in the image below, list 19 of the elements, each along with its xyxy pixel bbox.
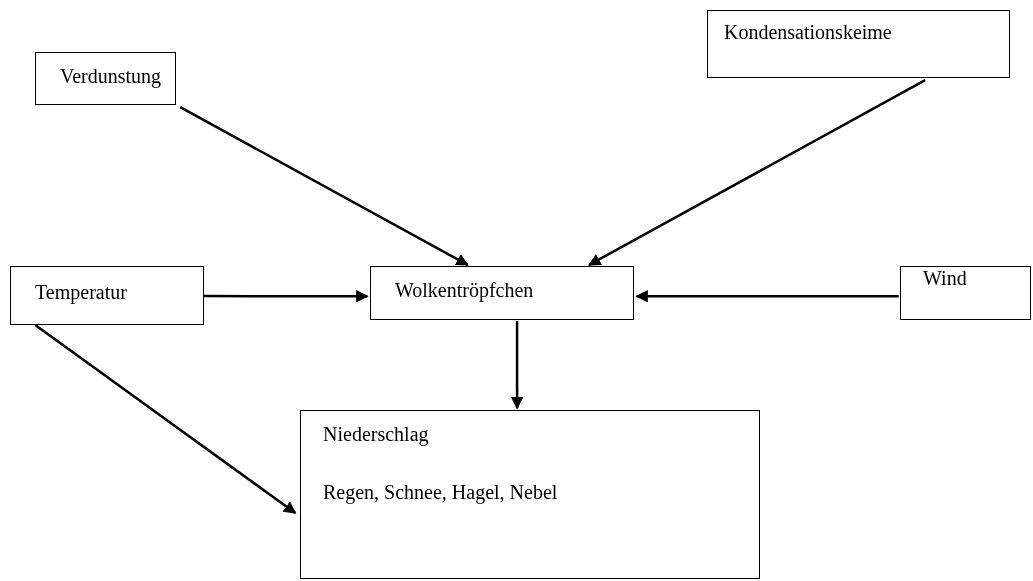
arrow bbox=[588, 78, 926, 266]
arrow bbox=[204, 290, 369, 303]
box-label: Wolkentröpfchen bbox=[395, 279, 534, 302]
arrow bbox=[635, 290, 899, 303]
box-label: Verdunstung bbox=[60, 65, 162, 88]
box-label: Kondensationskeime bbox=[724, 21, 892, 44]
box-label: Niederschlag bbox=[323, 423, 429, 446]
box-description: Regen, Schnee, Hagel, Nebel bbox=[323, 481, 558, 504]
process-box bbox=[900, 266, 1031, 320]
process-box bbox=[707, 10, 1010, 78]
box-label: Wind bbox=[923, 267, 967, 290]
box-label: Temperatur bbox=[35, 281, 127, 304]
arrow bbox=[34, 324, 297, 515]
process-box bbox=[10, 266, 204, 325]
process-box bbox=[370, 266, 634, 320]
process-box bbox=[300, 410, 760, 579]
process-box bbox=[35, 52, 176, 105]
arrow bbox=[179, 106, 469, 266]
arrow bbox=[510, 321, 524, 410]
